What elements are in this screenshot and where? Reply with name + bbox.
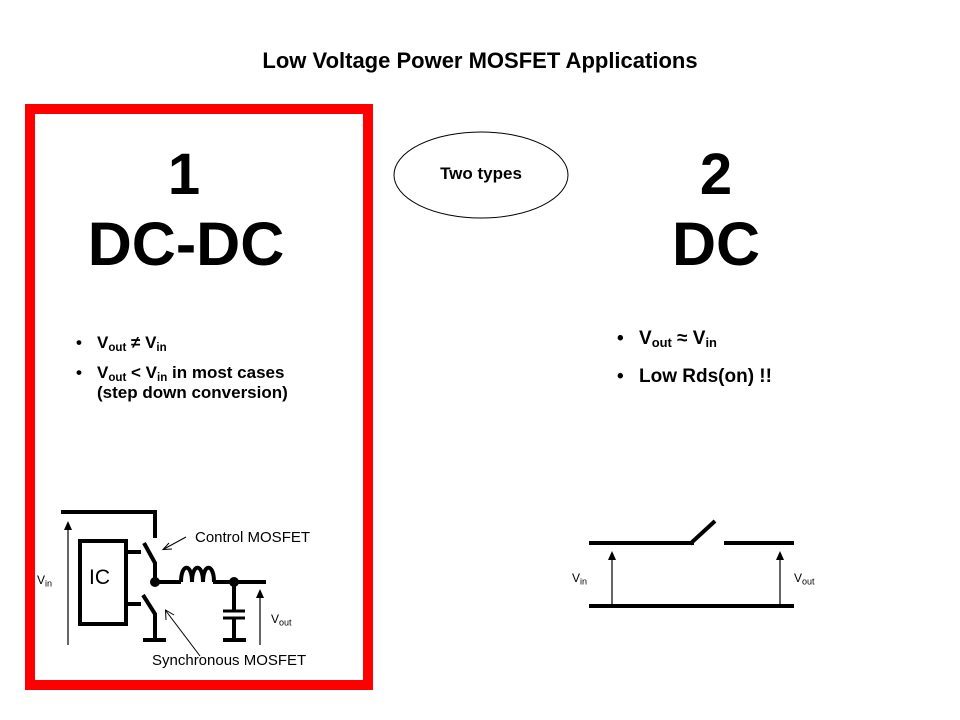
- bullet-dot: •: [76, 333, 82, 352]
- vin-arrow-head: [64, 521, 72, 530]
- bullet-dot: •: [76, 363, 82, 382]
- vin-label-dc: Vin: [572, 571, 588, 587]
- vout-label-dc: Vout: [794, 571, 815, 587]
- vin-rail: [61, 510, 157, 538]
- two-types-ellipse: [393, 131, 569, 219]
- sync-pointer-line: [165, 610, 201, 657]
- control-pointer-head: [161, 542, 173, 551]
- type-headline-dc-dc: DC-DC: [87, 210, 285, 278]
- load-switch-circuit: [589, 519, 794, 608]
- bullet-vout-approx-vin: • Vout ≈ Vin: [617, 328, 717, 351]
- type-headline-dc: DC: [671, 210, 761, 278]
- bullet-vout-lt-vin: • Vout < Vin in most cases (step down co…: [76, 363, 288, 402]
- buck-converter-circuit: [61, 510, 266, 657]
- bullet-low-rdson: • Low Rds(on) !!: [617, 366, 772, 387]
- dc-dc-highlight-box: [25, 104, 373, 690]
- bullet-dot: •: [617, 328, 624, 349]
- vout-label: Vout: [271, 612, 292, 628]
- slide-title: Low Voltage Power MOSFET Applications: [262, 48, 698, 73]
- sync-pointer-head: [164, 609, 175, 621]
- vout-arrow-head: [256, 589, 264, 598]
- inductor: [179, 565, 216, 583]
- sync-mosfet-switch: [141, 593, 157, 616]
- vout-arrow-head-dc: [776, 551, 784, 560]
- bullet-dot: •: [617, 366, 624, 387]
- dc-bullet-list: • Vout ≈ Vin • Low Rds(on) !!: [617, 328, 772, 404]
- control-mosfet-switch: [142, 542, 157, 564]
- dc-dc-bullet-list: • Vout ≠ Vin • Vout < Vin in most cases …: [76, 333, 288, 413]
- control-mosfet-label: Control MOSFET: [195, 529, 311, 546]
- type-number-2: 2: [699, 142, 733, 207]
- type-number-1: 1: [167, 142, 201, 207]
- open-switch-blade: [688, 519, 717, 546]
- bullet-vout-ne-vin: • Vout ≠ Vin: [76, 333, 167, 354]
- two-types-label: Two types: [440, 164, 522, 183]
- synchronous-mosfet-label: Synchronous MOSFET: [152, 652, 307, 669]
- vin-arrow-head-dc: [608, 551, 616, 560]
- control-pointer-line: [163, 536, 187, 550]
- ic-box: [78, 539, 128, 626]
- vin-label: Vin: [37, 573, 53, 589]
- ic-label: IC: [89, 566, 110, 589]
